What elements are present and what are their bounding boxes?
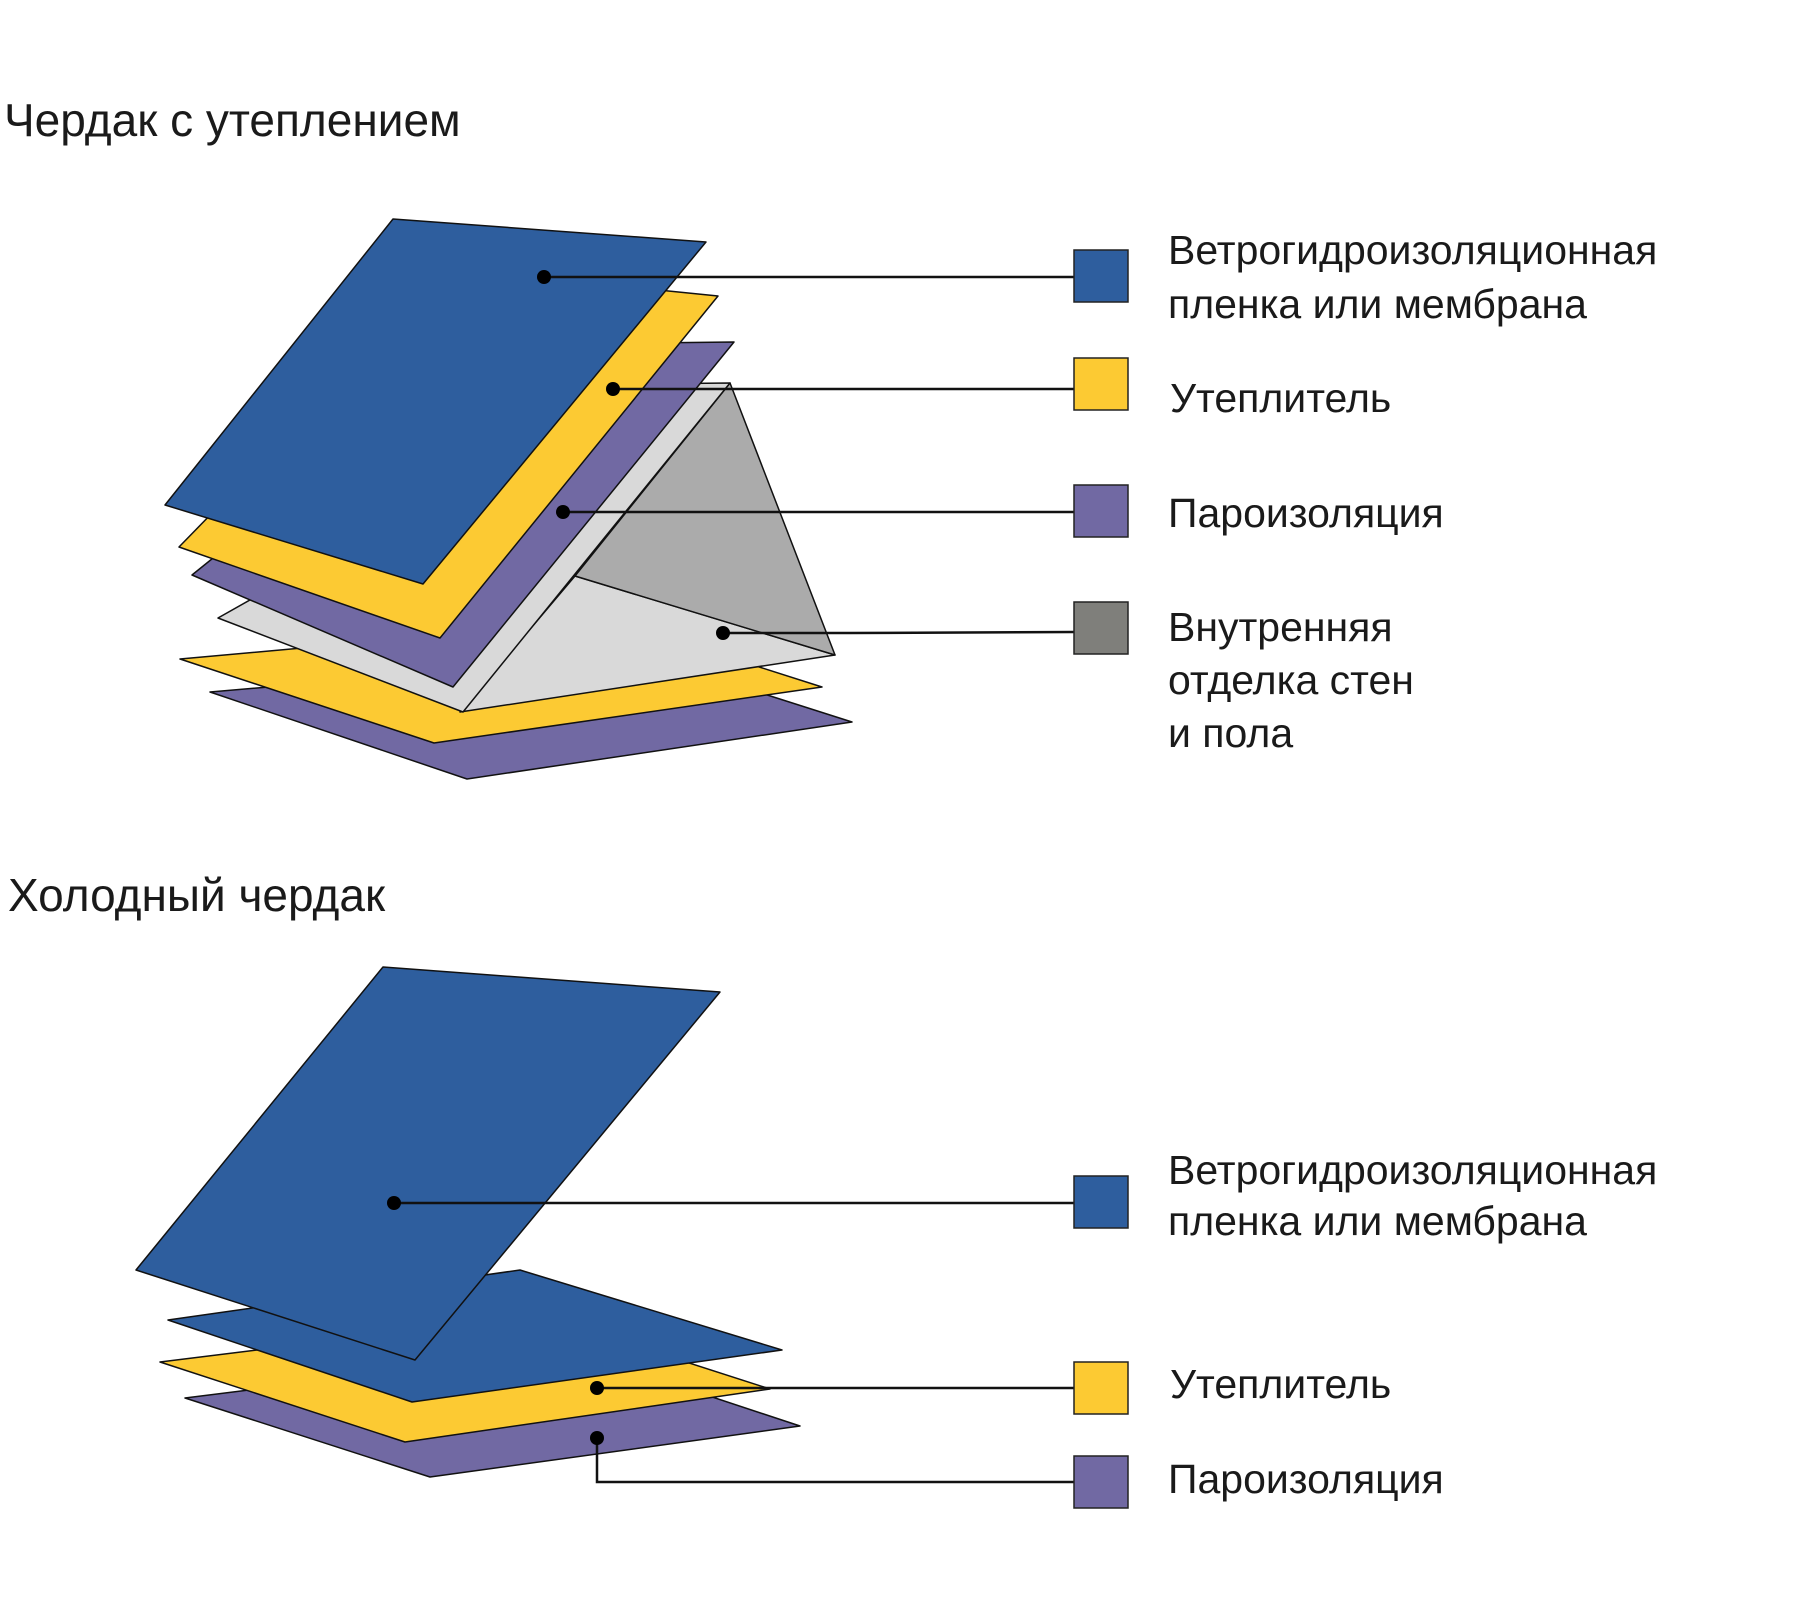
leader-interior — [723, 630, 1075, 635]
insulated-attic-leaders — [537, 270, 1075, 640]
leader-dot-insulation — [606, 382, 620, 396]
legend-label-insulation: Утеплитель — [1170, 375, 1391, 421]
cold-leader-dot-vapor-barrier — [590, 1431, 604, 1445]
legend-label-membrane-line1: Ветрогидроизоляционная — [1168, 227, 1657, 273]
leader-dot-membrane — [537, 270, 551, 284]
legend-label-membrane-line2: пленка или мембрана — [1168, 281, 1587, 327]
leader-dot-interior — [716, 626, 730, 640]
roof-membrane-layer — [164, 218, 707, 585]
cold-leader-dot-membrane — [387, 1196, 401, 1210]
legend-swatch-vapor-barrier — [1073, 484, 1129, 538]
cold-leader-dot-insulation — [590, 1381, 604, 1395]
legend-swatch-membrane — [1073, 249, 1129, 303]
cold-legend-swatch-membrane — [1073, 1175, 1129, 1229]
cold-attic-illustration — [135, 966, 801, 1478]
cold-legend-label-membrane-line1: Ветрогидроизоляционная — [1168, 1147, 1657, 1193]
cold-attic-title: Холодный чердак — [8, 869, 386, 921]
cold-legend-swatch-insulation — [1073, 1361, 1129, 1415]
cold-legend-label-vapor-barrier: Пароизоляция — [1168, 1456, 1444, 1502]
legend-label-interior-line2: отделка стен — [1168, 657, 1414, 703]
leader-dot-vapor-barrier — [556, 505, 570, 519]
cold-roof-membrane-layer — [135, 966, 721, 1361]
insulated-attic-legend: Ветрогидроизоляционная пленка или мембра… — [1073, 227, 1657, 756]
insulated-attic-title: Чердак с утеплением — [4, 94, 461, 146]
cold-legend-label-insulation: Утеплитель — [1170, 1361, 1391, 1407]
cold-attic-leaders — [387, 1196, 1074, 1484]
legend-swatch-interior — [1073, 601, 1129, 655]
legend-label-vapor-barrier: Пароизоляция — [1168, 490, 1444, 536]
legend-label-interior-line1: Внутренняя — [1168, 604, 1393, 650]
cold-attic-legend: Ветрогидроизоляционная пленка или мембра… — [1073, 1147, 1657, 1509]
legend-label-interior-line3: и пола — [1168, 710, 1293, 756]
cold-legend-swatch-vapor-barrier — [1073, 1455, 1129, 1509]
cold-legend-label-membrane-line2: пленка или мембрана — [1168, 1198, 1587, 1244]
insulated-attic-illustration — [164, 218, 853, 780]
legend-swatch-insulation — [1073, 357, 1129, 411]
cold-leader-vapor-barrier — [595, 1438, 1074, 1484]
